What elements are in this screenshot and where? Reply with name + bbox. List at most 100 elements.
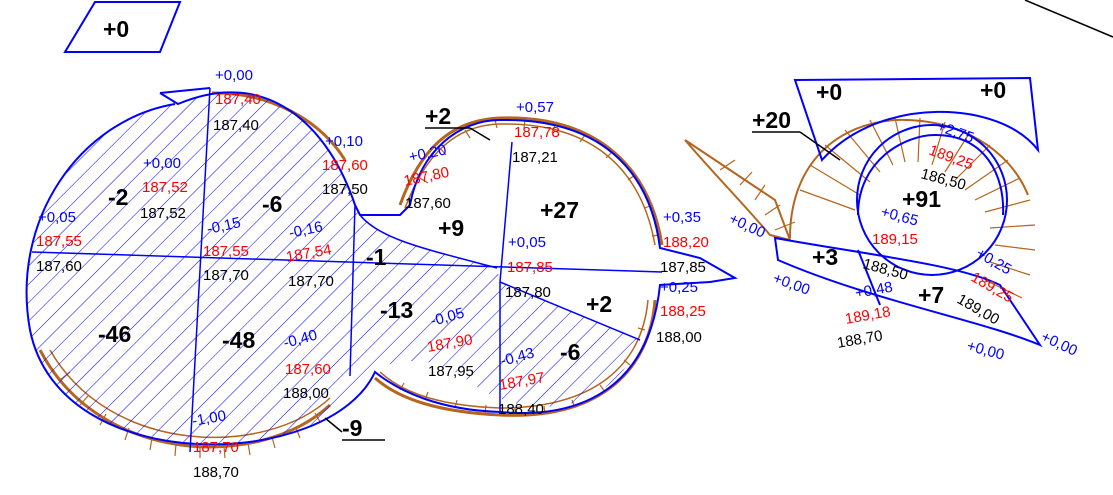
svg-text:187,70: 187,70: [193, 439, 239, 456]
svg-text:188,40: 188,40: [498, 401, 544, 418]
ring-divider: [857, 249, 881, 306]
svg-text:-0,16: -0,16: [287, 218, 324, 242]
svg-text:187,52: 187,52: [140, 205, 186, 222]
boundary-notch: [159, 87, 211, 94]
svg-text:189,18: 189,18: [844, 303, 892, 328]
svg-text:188,00: 188,00: [656, 329, 702, 346]
svg-text:188,25: 188,25: [660, 303, 706, 320]
volume-label: +2: [425, 103, 451, 129]
edge-label: +0,00: [1038, 328, 1080, 359]
svg-text:187,40: 187,40: [213, 117, 259, 134]
ring-base-band: [773, 236, 1043, 348]
svg-text:+0,48: +0,48: [854, 279, 894, 302]
volume-label: +3: [812, 244, 838, 270]
level-point: +0,00 187,52 187,52: [140, 155, 188, 222]
callout-underlines: [324, 127, 841, 441]
volume-label: -46: [98, 321, 131, 347]
gridline-1: [189, 87, 211, 453]
edge-label: +0,00: [965, 337, 1006, 363]
level-point: +0,10 187,60 187,50: [322, 133, 368, 198]
svg-text:187,85: 187,85: [660, 259, 706, 276]
volume-label: +0: [103, 16, 129, 42]
svg-text:+0,25: +0,25: [660, 279, 698, 296]
edge-label: +0,00: [726, 210, 768, 241]
svg-text:188,70: 188,70: [836, 327, 884, 352]
slope-band-right-inner: [404, 123, 656, 246]
svg-text:189,15: 189,15: [872, 231, 918, 248]
svg-text:187,95: 187,95: [428, 363, 474, 380]
svg-text:188,70: 188,70: [193, 464, 239, 481]
svg-text:187,55: 187,55: [36, 233, 82, 250]
ring-inner-arc: [857, 133, 1005, 216]
edge-label: +0,00: [771, 270, 812, 299]
svg-text:187,52: 187,52: [142, 179, 188, 196]
svg-text:+0,57: +0,57: [516, 99, 554, 116]
plot-outline: [25, 0, 1043, 453]
gridline-4: [31, 251, 663, 273]
ring-outer-boundary: [793, 76, 1040, 162]
volume-label: -6: [262, 191, 282, 217]
level-point: +0,05 187,85 187,80: [505, 234, 553, 301]
svg-text:187,78: 187,78: [514, 124, 560, 141]
volume-label: +2: [586, 291, 612, 317]
svg-text:187,60: 187,60: [285, 361, 331, 378]
level-point: +0,25 189,25 189,00: [954, 245, 1016, 329]
gridline-6: [359, 214, 498, 269]
gridline-3: [499, 141, 513, 283]
gridline-2: [349, 204, 356, 377]
volume-label: +7: [918, 282, 944, 308]
svg-text:187,85: 187,85: [507, 259, 553, 276]
volume-label: -6: [560, 339, 580, 365]
svg-text:187,60: 187,60: [405, 195, 451, 212]
diamond-outline: [63, 0, 182, 53]
svg-text:187,70: 187,70: [203, 267, 249, 284]
svg-text:+0,00: +0,00: [143, 155, 181, 172]
level-point: +0,20 187,80 187,60: [402, 141, 451, 212]
ring-inner-circle: [856, 124, 1008, 276]
svg-text:187,21: 187,21: [512, 149, 558, 166]
slope-wedge-left: [684, 139, 792, 242]
volume-label: +27: [540, 197, 579, 223]
svg-text:-1,00: -1,00: [191, 407, 228, 430]
gridline-5: [499, 281, 641, 341]
level-point: +0,57 187,78 187,21: [512, 99, 560, 166]
svg-text:+0,05: +0,05: [38, 209, 76, 226]
level-point: +0,48 189,18 188,70: [836, 279, 894, 352]
svg-text:+0,05: +0,05: [508, 234, 546, 251]
slope-band-right-outer: [398, 116, 664, 246]
volume-label: -13: [380, 297, 413, 323]
svg-text:187,80: 187,80: [505, 284, 551, 301]
volume-label: +0: [816, 79, 842, 105]
svg-text:187,50: 187,50: [322, 181, 368, 198]
volume-label: -9: [342, 415, 362, 441]
volume-label: -2: [108, 184, 128, 210]
level-point: -0,15 187,55 187,70: [203, 214, 249, 284]
svg-text:+0,10: +0,10: [325, 133, 363, 150]
volume-labels: +0 -2 -6 -46 -48 -1 -13 +9 +27 +2 +2 -6 …: [98, 16, 1006, 441]
svg-text:+0,20: +0,20: [407, 141, 448, 166]
volume-label: +0: [980, 77, 1006, 103]
svg-text:-0,15: -0,15: [205, 214, 242, 238]
volume-label: -48: [222, 327, 255, 353]
level-point: +2,75 189,25 186,50: [919, 118, 976, 194]
level-point: -1,00 187,70 188,70: [191, 407, 239, 481]
level-point: +0,00 187,40 187,40: [213, 67, 261, 134]
boundary-main: [25, 91, 738, 446]
volume-label: +20: [752, 107, 791, 133]
corner-line: [1024, 0, 1113, 38]
svg-text:187,60: 187,60: [36, 258, 82, 275]
svg-text:187,55: 187,55: [203, 243, 249, 260]
svg-text:+2,75: +2,75: [935, 118, 976, 147]
volume-label: -1: [366, 244, 387, 270]
svg-text:188,00: 188,00: [283, 385, 329, 402]
svg-text:187,40: 187,40: [215, 91, 261, 108]
slope-ticks-ring: [799, 117, 1036, 299]
svg-text:+0,00: +0,00: [215, 67, 253, 84]
svg-text:188,20: 188,20: [663, 234, 709, 251]
svg-text:187,60: 187,60: [322, 157, 368, 174]
slope-ticks-right: [419, 119, 661, 237]
volume-label: +91: [902, 186, 941, 212]
svg-text:187,80: 187,80: [402, 164, 450, 190]
svg-text:+0,35: +0,35: [663, 209, 701, 226]
